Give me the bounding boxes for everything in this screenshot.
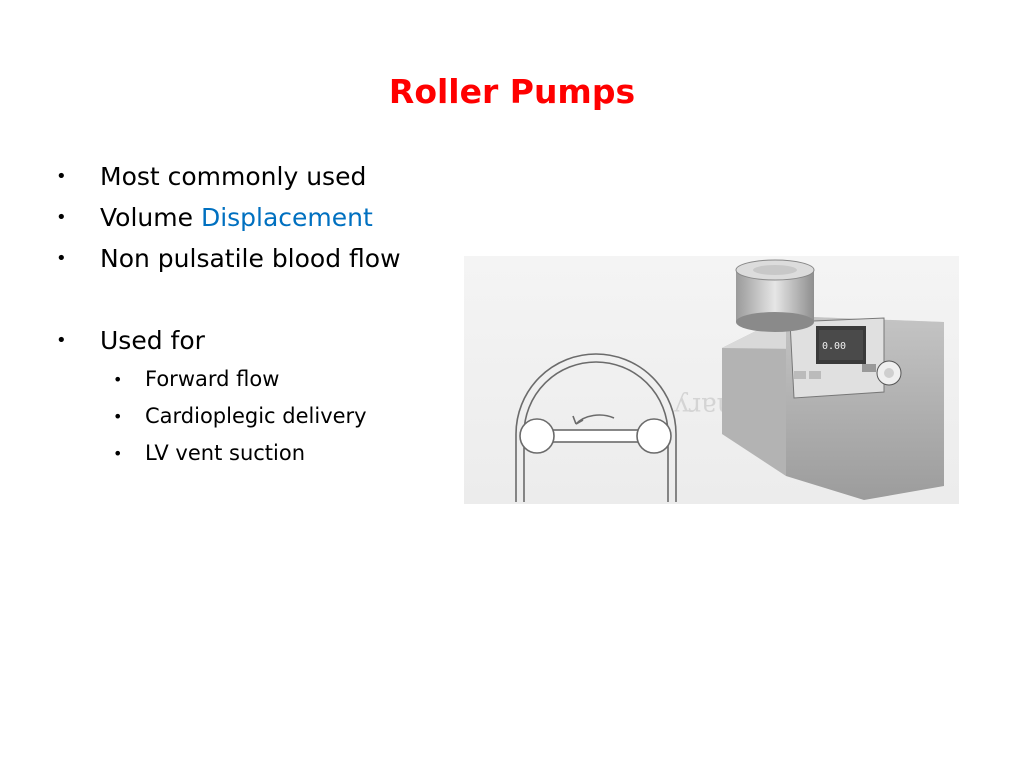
roller-pump-image: Cardiopulmonary 0.00: [464, 256, 959, 504]
bullet-dot: •: [113, 370, 123, 389]
bullet-accent-text: Displacement: [200, 203, 373, 232]
sub-bullet-forward-flow: • Forward flow: [56, 361, 401, 398]
sub-bullet-text: LV vent suction: [145, 441, 306, 465]
bullet-dot: •: [56, 207, 67, 228]
bullet-list: • Most commonly used • Volume Displaceme…: [56, 156, 401, 472]
bullet-text: Most commonly used: [100, 162, 367, 191]
bullet-non-pulsatile: • Non pulsatile blood flow: [56, 238, 401, 279]
sub-bullet-cardioplegic: • Cardioplegic delivery: [56, 398, 401, 435]
bullet-spacer: [56, 279, 401, 320]
sub-bullet-lv-vent: • LV vent suction: [56, 435, 401, 472]
bullet-text: Volume: [100, 203, 201, 232]
bullet-dot: •: [56, 330, 67, 351]
bullet-used-for: • Used for: [56, 320, 401, 361]
bullet-dot: •: [56, 166, 67, 187]
sub-bullet-text: Forward flow: [145, 367, 280, 391]
bullet-volume-displacement: • Volume Displacement: [56, 197, 401, 238]
bullet-dot: •: [113, 407, 123, 426]
slide-title: Roller Pumps: [388, 72, 636, 111]
roller-pump-schematic: [515, 353, 677, 502]
bullet-most-commonly-used: • Most commonly used: [56, 156, 401, 197]
bullet-dot: •: [56, 248, 67, 269]
bullet-text: Non pulsatile blood flow: [100, 244, 401, 273]
sub-bullet-group: • Forward flow • Cardioplegic delivery •…: [56, 361, 401, 472]
bullet-text: Used for: [100, 326, 205, 355]
pump-display-value: 0.00: [822, 341, 846, 352]
sub-bullet-text: Cardioplegic delivery: [145, 404, 367, 428]
bullet-dot: •: [113, 444, 123, 463]
roller-pump-illustration: Cardiopulmonary 0.00: [464, 256, 959, 504]
sub-bullet-list: • Forward flow • Cardioplegic delivery •…: [56, 361, 401, 472]
roller-pump-device: 0.00: [722, 259, 944, 500]
